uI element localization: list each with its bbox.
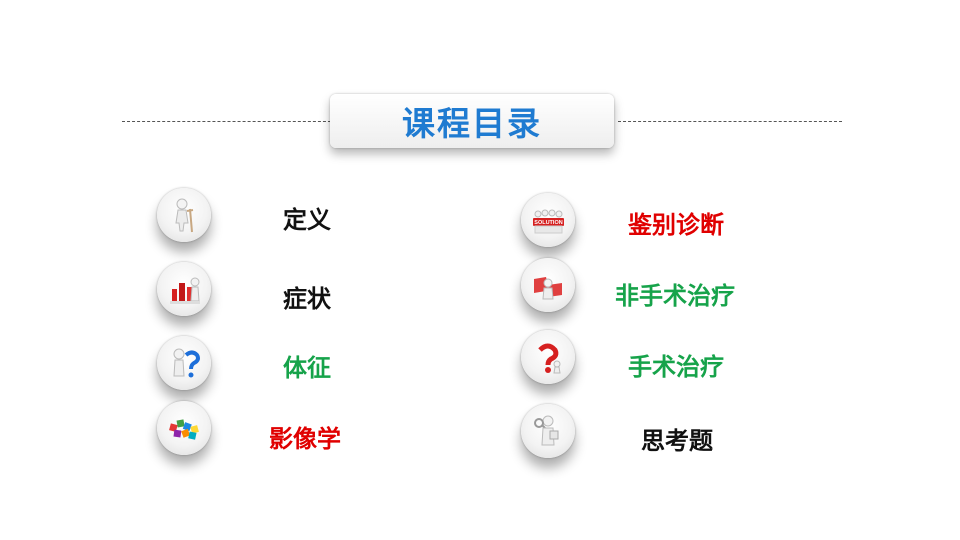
menu-item-signs[interactable]: 体征 [157, 336, 497, 392]
menu-item-label: 鉴别诊断 [628, 211, 724, 239]
menu-item-label: 手术治疗 [628, 353, 724, 381]
menu-item-label: 症状 [283, 285, 331, 313]
menu-item-non-surgical-treatment[interactable]: 非手术治疗 [521, 258, 861, 314]
menu-item-definition[interactable]: 定义 [157, 188, 497, 244]
title-box: 课程目录 [330, 94, 614, 148]
red-blocks-figure-icon [157, 262, 211, 316]
menu-item-surgical-treatment[interactable]: 手术治疗 [521, 330, 861, 386]
solution-banner-text: SOLUTION [534, 220, 562, 226]
magnifier-figure-icon [521, 404, 575, 458]
question-mark-figure-icon [157, 336, 211, 390]
menu-item-label: 定义 [283, 206, 331, 234]
solution-team-icon: SOLUTION [521, 193, 575, 247]
red-question-mark-icon [521, 330, 575, 384]
menu-item-imaging[interactable]: 影像学 [157, 401, 497, 457]
menu-item-label: 非手术治疗 [615, 282, 735, 310]
red-puzzle-figure-icon [521, 258, 575, 312]
crutch-figure-icon [157, 188, 211, 242]
page-title: 课程目录 [402, 104, 542, 143]
divider-right [618, 121, 842, 122]
menu-item-label: 影像学 [269, 425, 341, 453]
puzzle-pieces-icon [157, 401, 211, 455]
menu-item-review-questions[interactable]: 思考题 [521, 404, 861, 460]
menu-item-symptoms[interactable]: 症状 [157, 262, 497, 318]
divider-left [122, 121, 336, 122]
menu-item-label: 思考题 [641, 427, 713, 455]
menu-item-label: 体征 [283, 354, 331, 382]
menu-item-differential-diagnosis[interactable]: SOLUTION 鉴别诊断 [521, 193, 861, 249]
